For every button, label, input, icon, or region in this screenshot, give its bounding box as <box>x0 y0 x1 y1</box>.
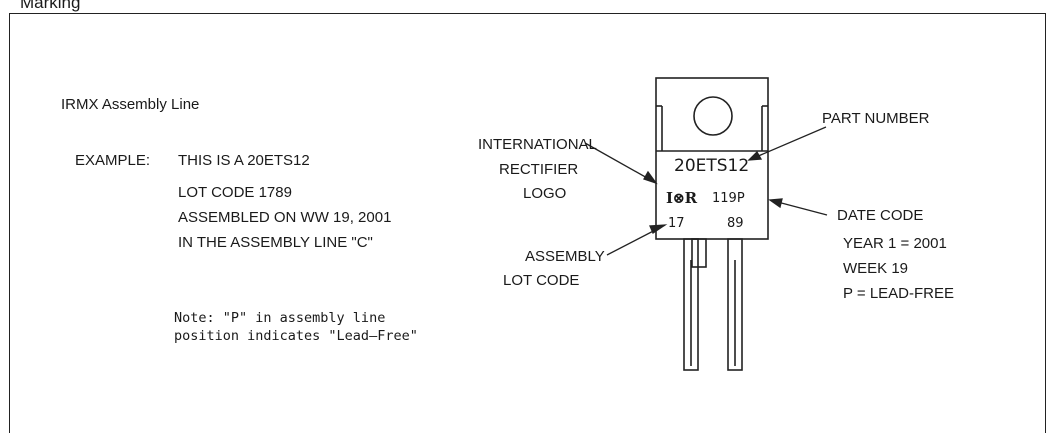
header-text: Marking <box>20 0 81 12</box>
callout-part-number: PART NUMBER <box>822 110 930 127</box>
lead-right <box>727 238 743 371</box>
package-lot-left: 17 <box>668 216 685 231</box>
mounting-hole <box>693 96 733 136</box>
package-body <box>655 77 769 240</box>
callout-logo-2: RECTIFIER <box>499 161 579 178</box>
callout-logo-1: INTERNATIONAL <box>478 136 597 153</box>
title: IRMX Assembly Line <box>61 96 200 113</box>
callout-assembly-1: ASSEMBLY <box>525 248 605 265</box>
diagram-frame <box>9 13 1046 433</box>
package-logo-mark: I⊗R <box>666 189 697 207</box>
callout-date-year: YEAR 1 = 2001 <box>843 235 947 252</box>
callout-date-lead-free: P = LEAD-FREE <box>843 285 955 302</box>
example-line-1: THIS IS A 20ETS12 <box>178 152 310 169</box>
callout-logo-3: LOGO <box>523 185 567 202</box>
example-line-4: IN THE ASSEMBLY LINE "C" <box>178 234 373 251</box>
package-drawing <box>584 77 828 371</box>
lead-left <box>683 238 699 371</box>
callout-assembly-2: LOT CODE <box>503 272 580 289</box>
note-line-2: position indicates "Lead–Free" <box>174 328 418 344</box>
callout-date-week: WEEK 19 <box>843 260 909 277</box>
example-label: EXAMPLE: <box>75 152 151 169</box>
center-lead-stub <box>691 238 707 268</box>
example-line-2: LOT CODE 1789 <box>178 184 292 201</box>
package-date-code: 119P <box>712 191 745 206</box>
package-part-number: 20ETS12 <box>674 156 750 176</box>
note-line-1: Note: "P" in assembly line <box>174 310 386 326</box>
example-line-3: ASSEMBLED ON WW 19, 2001 <box>178 209 392 226</box>
callout-date-code: DATE CODE <box>837 207 924 224</box>
package-lot-right: 89 <box>727 216 744 231</box>
